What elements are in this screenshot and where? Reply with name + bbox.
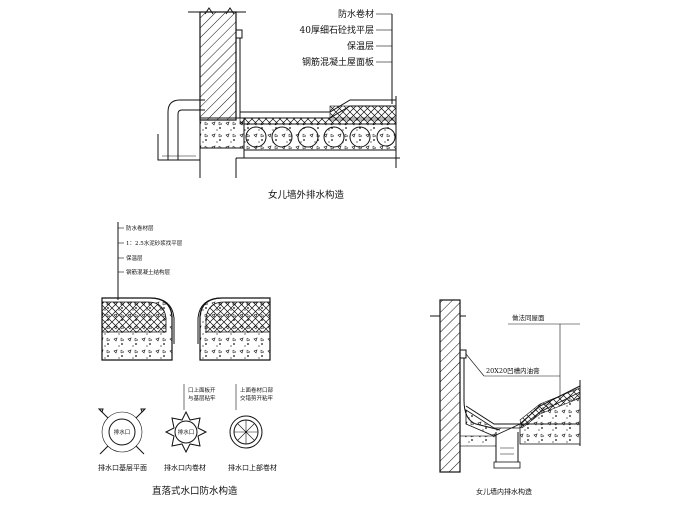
left-subcaption-1: 排水口基层平面 bbox=[98, 463, 147, 472]
left-note-2-line-1: 上面卷材口部 bbox=[240, 386, 274, 394]
vertical-drain-waterproof-diagram: 防水卷材层 1：2.5水泥砂浆找平层 保温层 钢筋混凝土结构层 口上面板开 与基… bbox=[97, 222, 277, 497]
left-note-2-line-2: 交错剪开粘牢 bbox=[240, 394, 274, 402]
drain-plan-base: 排水口 排水口基层平面 bbox=[97, 408, 147, 472]
parapet-external-drainage-diagram: 防水卷材 40厚细石砼找平层 保温层 钢筋混凝土屋面板 女儿墙外排水构造 bbox=[157, 7, 400, 201]
left-subcaption-3: 排水口上部卷材 bbox=[228, 463, 277, 472]
drain-label-2: 排水口 bbox=[178, 428, 195, 436]
left-layer-label-1: 防水卷材层 bbox=[126, 224, 154, 232]
left-layer-label-3: 保温层 bbox=[126, 254, 143, 262]
right-label-1: 做法同屋面 bbox=[512, 313, 545, 322]
right-caption: 女儿墙内排水构造 bbox=[476, 487, 532, 496]
top-layer-label-2: 40厚细石砼找平层 bbox=[300, 24, 374, 36]
left-note-1-line-1: 口上面板开 bbox=[188, 386, 216, 394]
left-note-1-line-2: 与基层粘牢 bbox=[188, 394, 216, 402]
top-layer-label-4: 钢筋混凝土屋面板 bbox=[302, 56, 374, 68]
inner-parapet-wall bbox=[439, 299, 461, 473]
left-subcaption-2: 排水口内卷材 bbox=[164, 463, 206, 472]
parapet-wall bbox=[199, 11, 237, 121]
hollow-core-slab bbox=[245, 126, 396, 148]
top-layer-label-1: 防水卷材 bbox=[338, 8, 374, 20]
right-label-2: 20X20凹槽内油膏 bbox=[486, 366, 540, 375]
drain-label-1: 排水口 bbox=[114, 428, 131, 436]
left-caption: 直落式水口防水构造 bbox=[152, 485, 238, 497]
drain-pipe bbox=[167, 99, 205, 160]
top-layer-label-3: 保温层 bbox=[347, 40, 374, 52]
drain-plan-inner-membrane: 排水口 排水口内卷材 bbox=[164, 410, 208, 472]
left-layer-label-2: 1：2.5水泥砂浆找平层 bbox=[126, 239, 183, 247]
top-caption: 女儿墙外排水构造 bbox=[268, 189, 345, 201]
drain-plan-upper-membrane: 排水口上部卷材 bbox=[228, 415, 277, 472]
left-layer-label-4: 钢筋混凝土结构层 bbox=[126, 268, 171, 276]
parapet-internal-drainage-diagram: 做法同屋面 20X20凹槽内油膏 i=3% 女儿墙内排水构造 bbox=[430, 299, 581, 496]
